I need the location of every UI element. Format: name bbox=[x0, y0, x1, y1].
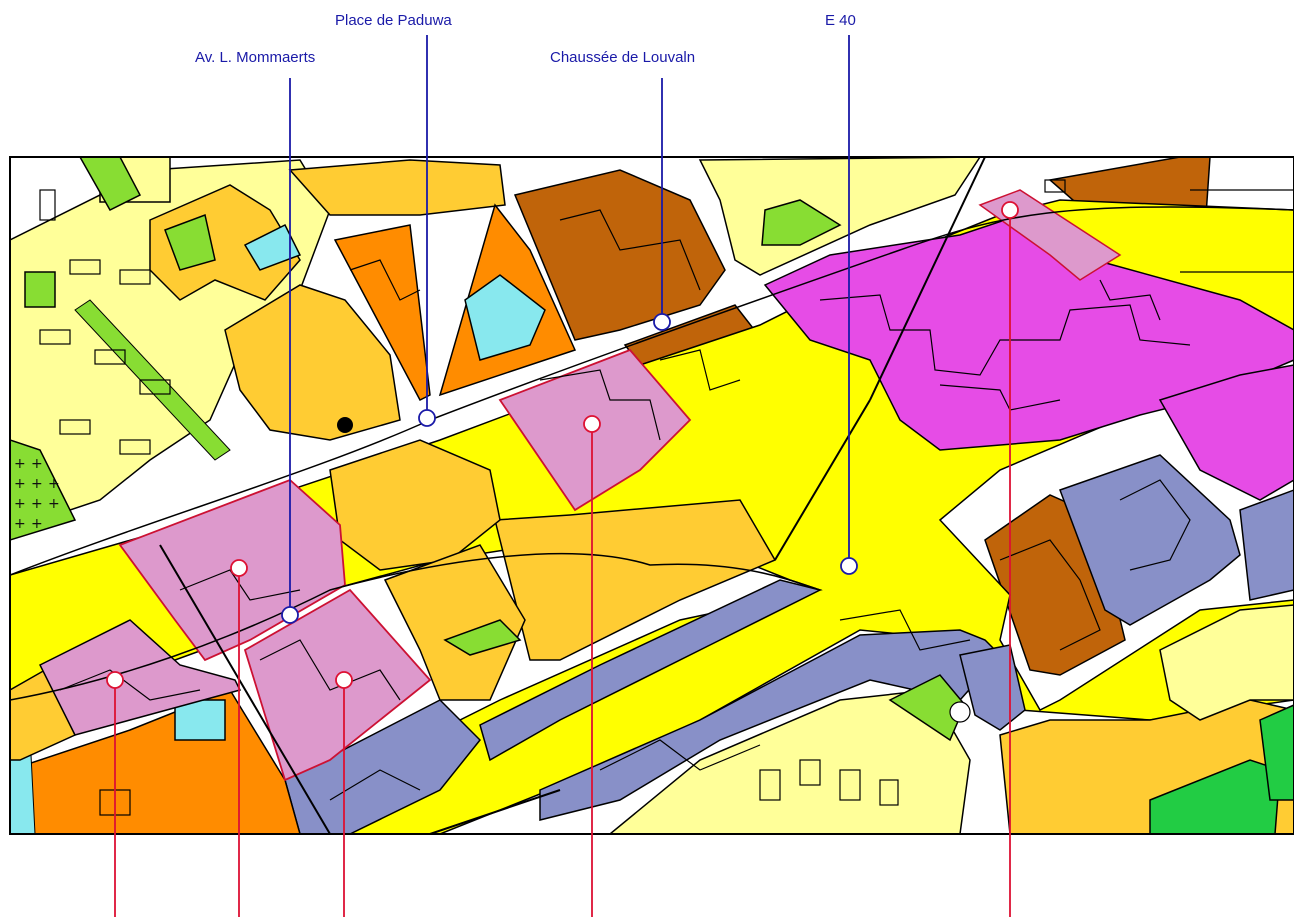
label-av-l-mommaerts: Av. L. Mommaerts bbox=[195, 49, 315, 66]
plus-glyph: + bbox=[14, 496, 26, 512]
residential-zone-med-1 bbox=[149, 184, 301, 301]
admin-zone-pink-west-2 bbox=[38, 619, 242, 736]
residential-zone-med-3 bbox=[288, 159, 506, 216]
road-outlines bbox=[10, 206, 1294, 701]
residential-zone-med-central bbox=[329, 439, 501, 571]
green-zone-ne bbox=[761, 199, 842, 246]
residential-zone-light-sw bbox=[10, 668, 76, 761]
water-zone-west bbox=[243, 223, 302, 271]
infrastructure-zone-blue-strip bbox=[479, 579, 823, 762]
map-frame-border bbox=[9, 156, 1294, 835]
green-zone-small-2 bbox=[164, 213, 216, 271]
plus-glyph: + bbox=[31, 516, 43, 532]
residential-zone-light-se bbox=[1159, 604, 1294, 721]
area-callouts bbox=[106, 201, 1019, 917]
green-zone-small-1 bbox=[24, 271, 56, 308]
plus-glyph: + bbox=[14, 516, 26, 532]
mixed-zone-orange-triangle-left bbox=[333, 224, 431, 401]
plus-glyph: + bbox=[31, 476, 43, 492]
label-e40: E 40 bbox=[825, 12, 856, 29]
marker-e40[interactable] bbox=[840, 557, 858, 575]
infrastructure-zone-blue-far-east bbox=[1239, 489, 1294, 601]
green-zone-se-dark bbox=[1149, 759, 1281, 834]
plus-glyph: + bbox=[14, 476, 26, 492]
label-chaussee-de-louvain: Chaussée de Louvaln bbox=[550, 49, 695, 66]
residential-zone-med-2 bbox=[224, 284, 401, 441]
map-frame: ++++++++++ SSSSSSSSSSSSSSSSSSSSSSSSSSSSS… bbox=[10, 157, 1294, 834]
plus-glyph: + bbox=[14, 456, 26, 472]
plus-glyph: + bbox=[31, 496, 43, 512]
plus-glyph: + bbox=[48, 496, 60, 512]
label-place-de-paduwa: Place de Paduwa bbox=[335, 12, 452, 29]
marker-area-2[interactable] bbox=[230, 559, 248, 577]
marker-place-de-paduwa[interactable] bbox=[418, 409, 436, 427]
plus-glyph: + bbox=[31, 456, 43, 472]
plus-glyph: + bbox=[48, 476, 60, 492]
marker-area-1[interactable] bbox=[106, 671, 124, 689]
residential-zone-med-south bbox=[494, 499, 777, 661]
marker-area-5[interactable] bbox=[1001, 201, 1019, 219]
mixed-zone-brown-north bbox=[513, 169, 726, 341]
roundabout bbox=[949, 701, 971, 723]
water-zone-central bbox=[464, 274, 546, 361]
green-zone-se bbox=[1259, 704, 1294, 801]
infrastructure-zone-blue-east bbox=[1059, 454, 1241, 626]
marker-chaussee-de-louvain[interactable] bbox=[653, 313, 671, 331]
infrastructure-zone-blue-right bbox=[959, 644, 1026, 731]
landmark-point bbox=[337, 417, 353, 433]
green-zone-central-small bbox=[443, 619, 522, 656]
water-zone-sw bbox=[174, 699, 226, 741]
admin-zone-magenta-east bbox=[1158, 364, 1294, 501]
right-leader-lines bbox=[1180, 189, 1294, 273]
green-zone-top-left bbox=[79, 157, 142, 211]
marker-area-4[interactable] bbox=[583, 415, 601, 433]
marker-av-l-mommaerts[interactable] bbox=[281, 606, 299, 624]
street-callouts: Place de Paduwa Av. L. Mommaerts Chaussé… bbox=[195, 12, 858, 624]
marker-area-3[interactable] bbox=[335, 671, 353, 689]
green-hatched-zone-left bbox=[10, 439, 77, 541]
residential-zone-med-sw bbox=[383, 544, 526, 701]
rail-lines bbox=[159, 157, 986, 834]
plus-hatch-pattern: + + + + + + + + + + bbox=[14, 456, 60, 532]
building-outlines bbox=[39, 179, 1191, 816]
